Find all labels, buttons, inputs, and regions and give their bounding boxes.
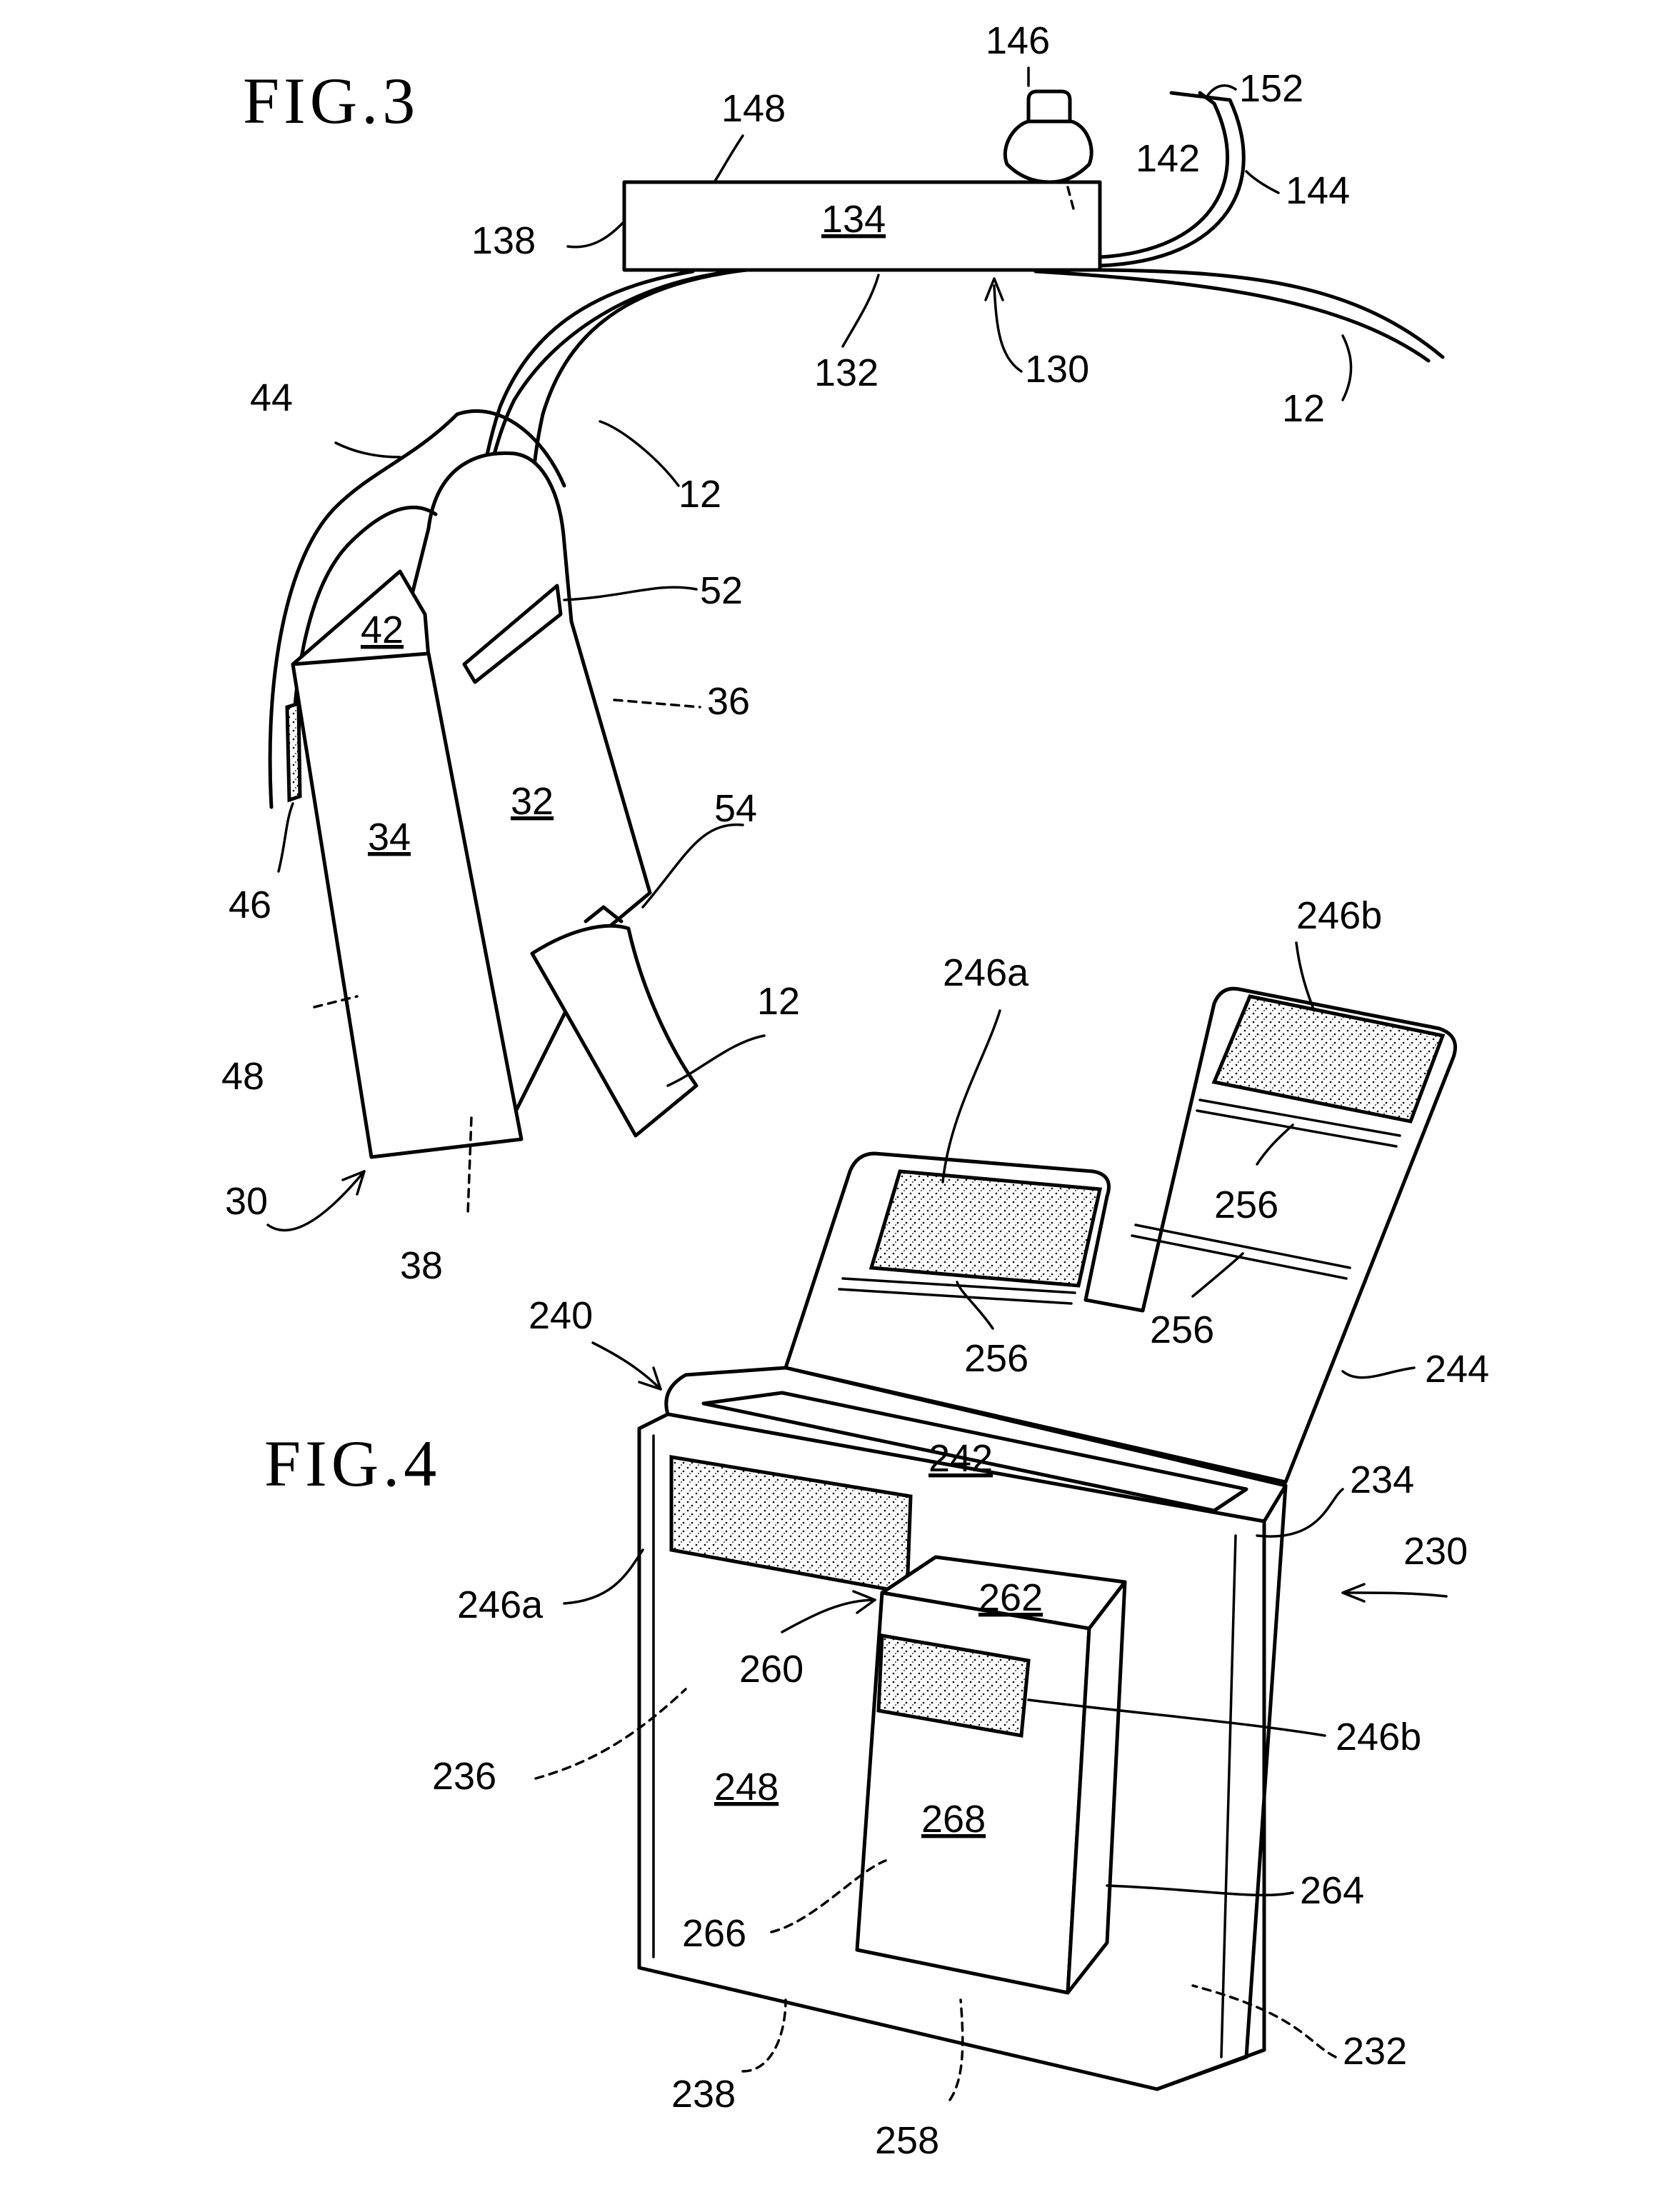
label-46: 46: [229, 884, 271, 926]
label-240: 240: [529, 1294, 593, 1337]
label-232: 232: [1343, 2030, 1407, 2073]
label-264: 264: [1300, 1869, 1364, 1912]
knob-stem: [1028, 91, 1070, 121]
label-268: 268: [921, 1798, 986, 1841]
label-12-mid: 12: [679, 473, 721, 516]
leader-246a-top: [943, 1011, 1000, 1182]
leader-44: [336, 443, 400, 457]
label-36: 36: [707, 680, 750, 723]
leader-30: [268, 1171, 364, 1231]
strap-12-right-lower: [1036, 271, 1428, 361]
label-130: 130: [1025, 348, 1089, 391]
label-132: 132: [814, 351, 878, 394]
leader-12-right: [1343, 336, 1351, 400]
label-266: 266: [682, 1912, 746, 1955]
label-244: 244: [1425, 1348, 1489, 1391]
fig4-title: FIG.4: [264, 1427, 441, 1500]
label-148: 148: [721, 87, 786, 130]
leader-230: [1343, 1593, 1446, 1596]
label-44: 44: [250, 376, 293, 419]
label-238: 238: [671, 2073, 736, 2116]
label-242: 242: [928, 1437, 993, 1480]
label-134: 134: [821, 198, 886, 241]
leader-246a-front: [564, 1550, 643, 1603]
label-234: 234: [1350, 1458, 1414, 1501]
leader-238-dashed: [743, 2000, 786, 2071]
label-246a-front: 246a: [457, 1583, 544, 1626]
label-54: 54: [714, 787, 757, 830]
label-236: 236: [432, 1755, 496, 1798]
leader-148: [714, 136, 743, 182]
leader-144: [1246, 171, 1278, 193]
label-230: 230: [1403, 1530, 1468, 1573]
label-256-right: 256: [1214, 1183, 1278, 1226]
label-256-left: 256: [964, 1337, 1028, 1380]
label-152: 152: [1239, 67, 1303, 110]
label-32: 32: [511, 780, 554, 823]
leader-138: [568, 221, 624, 247]
label-34: 34: [368, 816, 411, 859]
label-258: 258: [875, 2119, 939, 2162]
label-262: 262: [978, 1576, 1043, 1619]
label-248: 248: [714, 1766, 779, 1808]
lid-pad-246a: [871, 1171, 1100, 1286]
label-256-mid: 256: [1150, 1308, 1214, 1351]
label-138: 138: [471, 219, 536, 262]
label-12-low: 12: [757, 980, 800, 1023]
label-30: 30: [225, 1180, 268, 1223]
label-144: 144: [1286, 169, 1350, 212]
leader-12-mid: [600, 421, 679, 486]
leader-244: [1343, 1368, 1414, 1378]
label-260: 260: [739, 1648, 804, 1691]
label-48: 48: [221, 1055, 264, 1098]
label-38: 38: [400, 1244, 443, 1287]
fig3-title: FIG.3: [243, 64, 419, 137]
knob-146: [1005, 121, 1091, 182]
label-246b-top: 246b: [1296, 894, 1382, 937]
leader-52: [564, 587, 696, 600]
leader-46: [279, 804, 293, 871]
label-246b-front: 246b: [1336, 1716, 1421, 1758]
leader-130: [994, 286, 1021, 371]
leader-54: [643, 825, 743, 907]
label-52: 52: [700, 569, 743, 612]
leader-152: [1207, 86, 1236, 96]
strap-12-right-upper: [1100, 270, 1443, 357]
fastener-46: [287, 704, 300, 800]
label-42: 42: [361, 609, 404, 651]
label-146: 146: [986, 19, 1050, 62]
label-142: 142: [1136, 137, 1200, 180]
label-246a-top: 246a: [943, 951, 1029, 994]
label-12-right: 12: [1282, 387, 1325, 430]
leader-36-dashed: [614, 700, 700, 707]
leader-132: [843, 275, 878, 346]
leader-240: [593, 1343, 661, 1389]
